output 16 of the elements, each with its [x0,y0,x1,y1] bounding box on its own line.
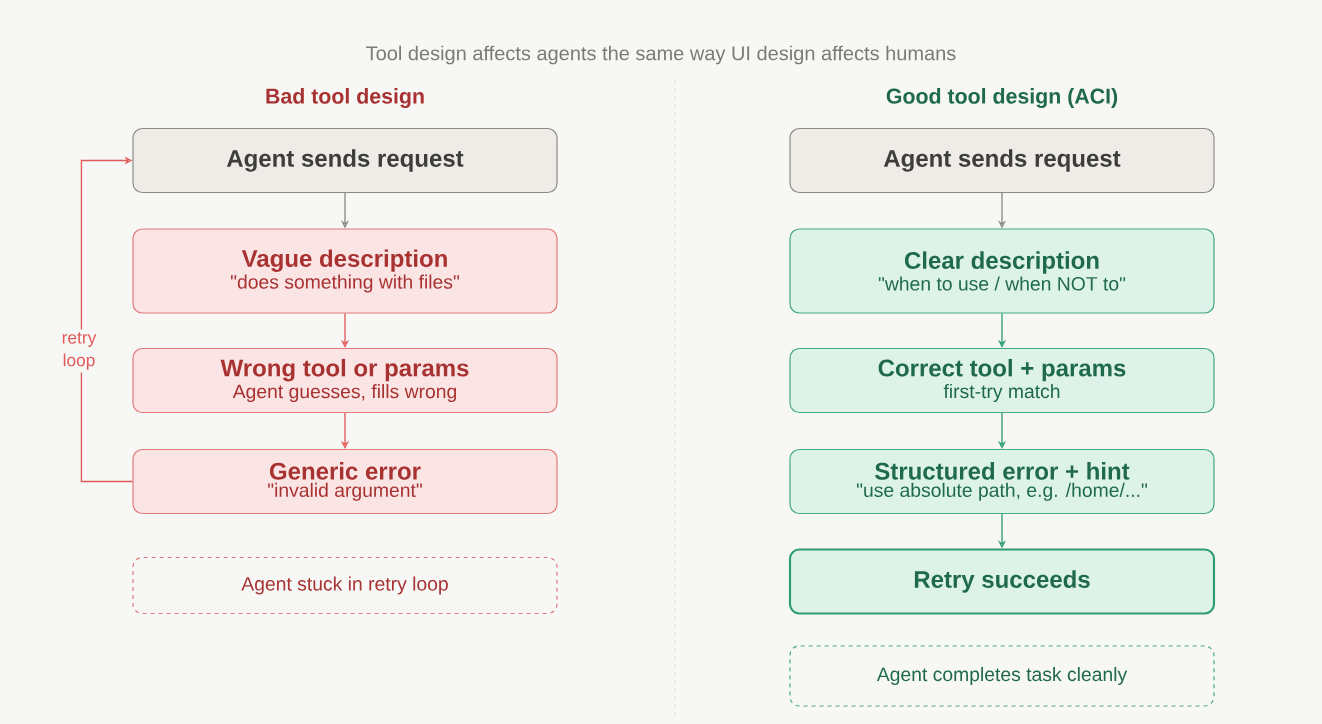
request-box: Agent sends request [132,127,558,194]
process-box: Generic error "invalid argument" [132,448,558,515]
process-box: Retry succeeds [788,548,1216,615]
outcome-box: Agent stuck in retry loop [132,556,558,615]
process-box: Wrong tool or params Agent guesses, fills wrong [132,347,558,414]
process-box: Correct tool + params first-try match [789,347,1215,414]
title: Tool design affects agents the same way UI design affects humans [366,45,956,65]
outcome-box: Agent completes task cleanly [789,645,1215,707]
edge-label: retry loop [52,329,106,373]
arrow [80,156,134,483]
process-box: Clear description "when to use / when NOT to" [789,228,1215,314]
column-heading: Good tool design (ACI) [886,88,1118,108]
request-box: Agent sends request [789,127,1215,194]
process-box: Structured error + hint "use absolute path, e.g. /home/..." [789,448,1215,515]
process-box: Vague description "does something with files" [132,228,558,314]
column-heading: Bad tool design [266,88,424,108]
